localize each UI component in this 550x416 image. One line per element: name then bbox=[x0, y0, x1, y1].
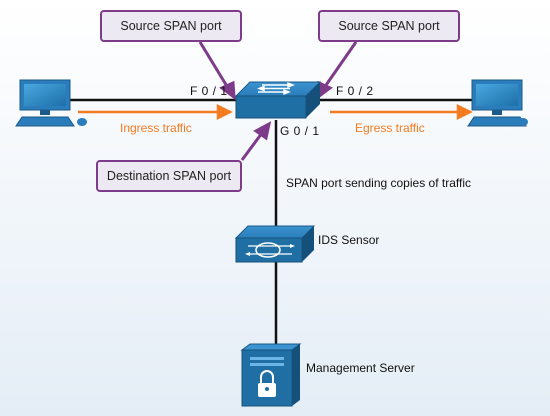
pointer-destination bbox=[240, 132, 264, 161]
left-pc-icon bbox=[15, 79, 87, 127]
span-copies-label: SPAN port sending copies of traffic bbox=[286, 176, 471, 190]
destination-span-port-callout: Destination SPAN port bbox=[96, 160, 242, 192]
pointer-source-right bbox=[322, 41, 358, 89]
pointer-source-left-head bbox=[219, 80, 236, 101]
pointer-destination-head bbox=[253, 121, 272, 141]
port-label-g0-1: G 0 / 1 bbox=[280, 124, 320, 138]
source-span-port-callout-left: Source SPAN port bbox=[100, 10, 242, 42]
management-server-icon bbox=[240, 343, 302, 407]
egress-arrow-head bbox=[456, 103, 473, 121]
pointer-source-left bbox=[198, 41, 230, 89]
ingress-traffic-label: Ingress traffic bbox=[120, 121, 192, 135]
port-label-f0-2: F 0 / 2 bbox=[336, 84, 374, 98]
port-label-f0-1: F 0 / 1 bbox=[190, 84, 228, 98]
ids-sensor-icon bbox=[234, 225, 316, 263]
management-server-label: Management Server bbox=[306, 361, 415, 375]
right-pc-icon bbox=[467, 79, 528, 127]
ids-sensor-label: IDS Sensor bbox=[318, 233, 380, 247]
switch-icon bbox=[234, 81, 322, 119]
ingress-arrow-head bbox=[216, 103, 233, 121]
source-span-port-callout-right: Source SPAN port bbox=[318, 10, 460, 42]
egress-traffic-label: Egress traffic bbox=[355, 121, 425, 135]
